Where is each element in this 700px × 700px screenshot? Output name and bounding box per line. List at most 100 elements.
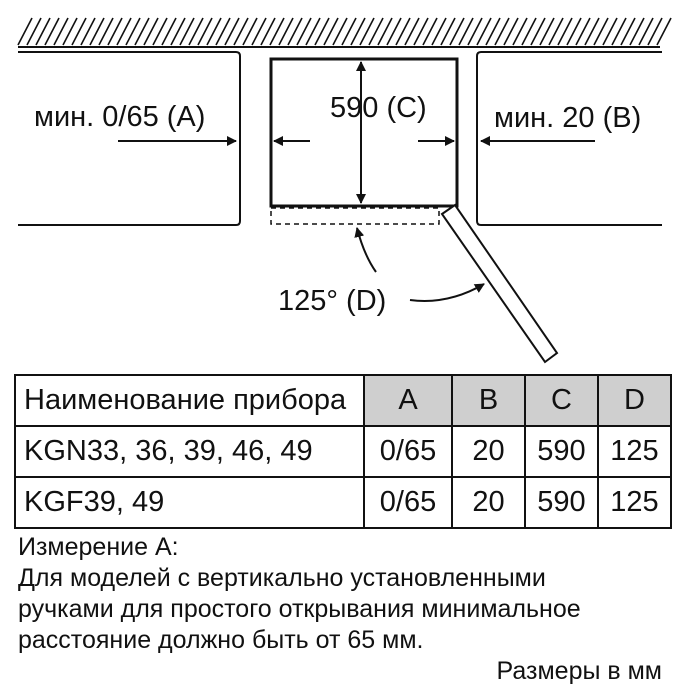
hatch-line <box>134 17 150 46</box>
hatch-line <box>404 17 420 46</box>
header-c: C <box>524 374 599 427</box>
hatch-line <box>395 17 411 46</box>
hatch-line <box>62 17 78 46</box>
hatch-line <box>188 17 204 46</box>
hatch-line <box>602 17 618 46</box>
hatch-line <box>494 17 510 46</box>
hatch-line <box>413 17 429 46</box>
angle-leader-up <box>354 227 377 273</box>
hatch-line <box>575 17 591 46</box>
cell-b: 20 <box>451 476 526 529</box>
label-d: 125° (D) <box>278 285 386 317</box>
cell-a: 0/65 <box>363 476 453 529</box>
label-b: мин. 20 (B) <box>494 102 641 134</box>
hatch-line <box>26 17 42 46</box>
header-d: D <box>597 374 672 427</box>
angle-leader-door <box>409 283 485 302</box>
cell-b: 20 <box>451 425 526 478</box>
hatch-line <box>431 17 447 46</box>
hatch-line <box>107 17 123 46</box>
note-line: расстояние должно быть от 65 мм. <box>18 626 424 654</box>
hatch-line <box>143 17 159 46</box>
hatch-line <box>656 17 672 46</box>
hatch-line <box>170 17 186 46</box>
hatch-line <box>80 17 96 46</box>
hatch-line <box>548 17 564 46</box>
hatch-line <box>152 17 168 46</box>
hatch-line <box>98 17 114 46</box>
header-b: B <box>451 374 526 427</box>
hatch-line <box>35 17 51 46</box>
table-header-row: Наименование прибора A B C D <box>14 374 672 427</box>
hatch-line <box>242 17 258 46</box>
hatch-line <box>341 17 357 46</box>
hatch-line <box>179 17 195 46</box>
hatch-line <box>53 17 69 46</box>
hatch-line <box>458 17 474 46</box>
open-door <box>440 203 559 364</box>
hatch-line <box>638 17 654 46</box>
note-title: Измерение A: <box>18 533 179 561</box>
hatch-line <box>377 17 393 46</box>
hatch-line <box>440 17 456 46</box>
appliance-body <box>269 57 459 208</box>
hatch-line <box>323 17 339 46</box>
label-c: 590 (C) <box>330 92 427 124</box>
table-row: KGF39, 49 0/65 20 590 125 <box>14 476 672 529</box>
hatch-line <box>17 17 33 46</box>
hatch-line <box>359 17 375 46</box>
left-cabinet <box>18 51 241 226</box>
hatch-line <box>422 17 438 46</box>
hatch-line <box>206 17 222 46</box>
closed-door-outline <box>270 207 440 225</box>
cell-a: 0/65 <box>363 425 453 478</box>
hatch-line <box>530 17 546 46</box>
hatch-line <box>350 17 366 46</box>
hatch-line <box>620 17 636 46</box>
right-cabinet <box>476 51 662 226</box>
table-row: KGN33, 36, 39, 46, 49 0/65 20 590 125 <box>14 425 672 478</box>
hatch-line <box>584 17 600 46</box>
hatch-line <box>296 17 312 46</box>
cell-model: KGN33, 36, 39, 46, 49 <box>14 425 365 478</box>
installation-diagram: мин. 0/65 (A) мин. 20 (B) 590 (C) 125° (… <box>17 17 672 364</box>
cell-d: 125 <box>597 425 672 478</box>
header-a: A <box>363 374 453 427</box>
hatch-line <box>251 17 267 46</box>
hatch-line <box>314 17 330 46</box>
cell-model: KGF39, 49 <box>14 476 365 529</box>
hatch-line <box>116 17 132 46</box>
cell-c: 590 <box>524 425 599 478</box>
hatch-line <box>557 17 573 46</box>
hatch-line <box>305 17 321 46</box>
hatch-line <box>161 17 177 46</box>
hatch-line <box>521 17 537 46</box>
hatch-line <box>476 17 492 46</box>
label-a: мин. 0/65 (A) <box>34 101 205 133</box>
wall-hatching <box>17 17 672 48</box>
hatch-line <box>512 17 528 46</box>
hatch-line <box>566 17 582 46</box>
hatch-line <box>44 17 60 46</box>
hatch-line <box>467 17 483 46</box>
hatch-line <box>287 17 303 46</box>
hatch-line <box>269 17 285 46</box>
measurement-note: Измерение A: Для моделей с вертикально у… <box>18 532 698 656</box>
hatch-line <box>647 17 663 46</box>
hatch-line <box>539 17 555 46</box>
header-name: Наименование прибора <box>14 374 365 427</box>
note-line: Для моделей с вертикально установленными <box>18 564 546 592</box>
note-line: ручками для простого открывания минималь… <box>18 595 581 623</box>
hatch-line <box>449 17 465 46</box>
hatch-line <box>593 17 609 46</box>
hatch-line <box>89 17 105 46</box>
hatch-line <box>485 17 501 46</box>
hatch-line <box>386 17 402 46</box>
hatch-line <box>278 17 294 46</box>
hatch-line <box>71 17 87 46</box>
hatch-line <box>611 17 627 46</box>
units-caption: Размеры в мм <box>496 657 662 685</box>
hatch-line <box>224 17 240 46</box>
hatch-line <box>503 17 519 46</box>
appliance-spec-table: Наименование прибора A B C D KGN33, 36, … <box>14 374 672 529</box>
